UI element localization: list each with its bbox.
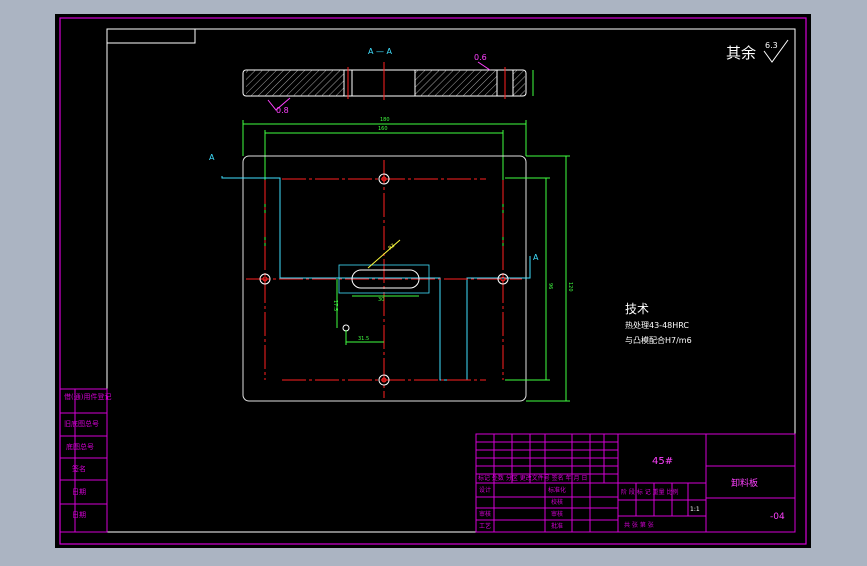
drawing-code-box: [106, 28, 196, 44]
dim-height-mid: 96: [547, 283, 553, 289]
title-sheets: 共 张 第 张: [624, 521, 654, 529]
title-drawing-number: -04: [770, 512, 785, 522]
punch-slot-clearance: [338, 264, 430, 294]
section-hatch-edge: [513, 70, 525, 96]
title-standardization: 标准化: [548, 486, 566, 494]
roughness-symbol-icon: [763, 39, 789, 63]
section-hatch-left: [246, 70, 344, 96]
roughness-small-icon: [267, 97, 291, 111]
sheet-border-outer: [59, 17, 807, 545]
dim-height-right: 120: [567, 282, 573, 292]
roughness-general-label: 其余: [726, 44, 756, 62]
sheet-border-inner: [106, 28, 796, 533]
leader-line: [477, 61, 491, 71]
side-table-row2: 旧底图总号: [64, 419, 99, 428]
title-approve: 批准: [551, 522, 563, 530]
tech-notes-heading: 技术: [625, 302, 649, 316]
view-marker-right: A: [533, 253, 539, 262]
title-craft: 工艺: [479, 522, 491, 530]
section-hatch-right: [415, 70, 497, 96]
side-table-row1: 借(通)用件登记: [64, 392, 111, 401]
section-label: A — A: [368, 47, 393, 56]
roughness-general-value: 6.3: [765, 41, 778, 50]
side-table: [59, 388, 108, 533]
hole-top: [378, 173, 390, 185]
leader-line: [367, 239, 401, 269]
title-check: 校核: [551, 498, 563, 506]
tech-notes-line1: 热处理43-48HRC: [625, 320, 689, 330]
dim-slot-angle: R3: [387, 243, 396, 252]
punch-slot: [351, 269, 420, 289]
view-marker-left: A: [209, 153, 215, 162]
hole-left: [259, 273, 271, 285]
flatness-callout: 0.6: [474, 53, 487, 62]
dim-hole-y: 17.5: [332, 300, 338, 311]
title-review: 审核: [479, 510, 491, 518]
title-part-name: 卸料板: [731, 477, 758, 489]
title-scale-value: 1:1: [690, 506, 700, 513]
side-table-row6: 日期: [72, 511, 86, 519]
dim-width-inner: 160: [378, 126, 388, 132]
side-table-row5: 日期: [72, 488, 86, 496]
dim-width-outer: 180: [380, 117, 390, 123]
roughness-small-value: 0.8: [276, 106, 289, 115]
tech-notes-line2: 与凸模配合H7/m6: [625, 335, 692, 345]
title-seal: 审核: [551, 510, 563, 518]
side-table-row3: 底图总号: [66, 442, 94, 451]
drawing-sheet: [55, 14, 811, 548]
dim-hole-x: 31.5: [358, 336, 369, 342]
hole-bottom: [378, 374, 390, 386]
title-material: 45#: [652, 456, 673, 467]
dim-slot: 30: [378, 297, 384, 303]
hole-right: [497, 273, 509, 285]
title-design: 设计: [479, 486, 491, 494]
title-revision-row: 标记 处数 分区 更改文件号 签名 年 月 日: [478, 474, 587, 482]
title-stage-header: 阶 段 标 记 重量 比例: [621, 488, 679, 496]
side-table-row4: 签名: [72, 464, 86, 473]
title-block-grid: [475, 433, 796, 533]
